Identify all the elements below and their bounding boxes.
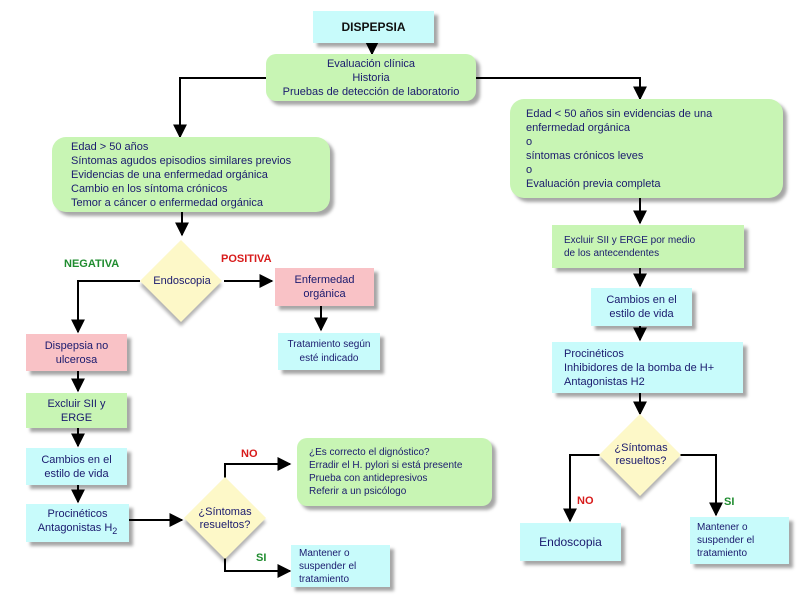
right-mantener-box: Mantener o suspender el tratamiento	[690, 517, 789, 564]
right-proc-line-1: Procinéticos	[564, 347, 624, 360]
right-endoscopia-box: Endoscopia	[520, 523, 621, 561]
arrow-right-sintomas-si	[680, 454, 723, 517]
right-criteria-line-1: Edad < 50 años sin evidencias de una	[526, 107, 713, 120]
right-proc-line-3: Antagonistas H2	[564, 375, 645, 388]
left-excluir-line-1: Excluir SII y	[47, 397, 106, 410]
right-sintomas-label: ¿Síntomas resueltos?	[614, 442, 668, 467]
enfermedad-line-1: Enfermedad	[294, 274, 355, 286]
left-excluir-line-2: ERGE	[60, 411, 93, 424]
left-cambios-line-1: Cambios en el	[41, 453, 112, 466]
left-mantener-line-2: suspender el	[299, 560, 357, 572]
right-proc-line-2: Inhibidores de la bomba de H+	[564, 361, 715, 374]
right-cambios-line-1: Cambios en el	[606, 294, 677, 306]
right-excluir-line-1: Excluir SII y ERGE por medio	[564, 234, 696, 246]
right-criteria-box: Edad < 50 años sin evidencias de una enf…	[510, 99, 783, 198]
right-criteria-line-3: o	[526, 135, 533, 148]
left-proc-line-2: Antagonistas H2	[38, 521, 118, 538]
right-criteria-line-2: enfermedad orgánica	[526, 121, 630, 134]
tratamiento-line-1: Tratamiento según	[287, 338, 371, 350]
endoscopia-decision-label: Endoscopia	[153, 274, 211, 287]
left-mantener-box: Mantener o suspender el tratamiento	[291, 545, 390, 587]
arrow-evaluation-to-right	[476, 77, 647, 101]
evaluation-line-3: Pruebas de detección de laboratorio	[282, 85, 460, 98]
evaluation-line-1: Evaluación clínica	[326, 57, 416, 70]
left-criteria-line-5: Temor a cáncer o enfermedad orgánica	[71, 196, 263, 209]
tratamiento-indicado-box: Tratamiento según esté indicado	[278, 333, 380, 370]
left-proc-line-2-text: Antagonistas H	[37, 522, 113, 535]
left-criteria-line-3: Evidencias de una enfermedad orgánica	[71, 168, 268, 181]
left-cambios-line-2: estilo de vida	[44, 467, 109, 480]
evaluation-box: Evaluación clínica Historia Pruebas de d…	[266, 54, 476, 101]
left-mantener-line-3: tratamiento	[299, 573, 350, 585]
arrow-right-sintomas-no	[563, 454, 602, 523]
title-text: DISPEPSIA	[341, 20, 406, 34]
right-criteria-line-6: Evaluación previa completa	[526, 177, 661, 190]
left-criteria-box: Edad > 50 años Síntomas agudos episodios…	[52, 137, 330, 212]
right-excluir-box: Excluir SII y ERGE por medio de los ante…	[552, 225, 744, 268]
no-actions-line-1: ¿Es correcto el dignóstico?	[309, 447, 430, 458]
right-endoscopia-text: Endoscopia	[539, 535, 602, 549]
positiva-label: POSITIVA	[221, 253, 272, 265]
right-procineticos-box: Procinéticos Inhibidores de la bomba de …	[552, 342, 743, 393]
right-mantener-line-3: tratamiento	[697, 548, 748, 559]
no-actions-line-3: Prueba con antidepresivos	[309, 473, 428, 484]
arrow-sintomas-no	[224, 457, 292, 480]
si-label-right: SI	[724, 496, 735, 508]
left-cambios-box: Cambios en el estilo de vida	[26, 448, 127, 485]
negativa-label: NEGATIVA	[64, 258, 120, 270]
si-label-left: SI	[256, 552, 267, 564]
no-label-left: NO	[241, 448, 258, 460]
left-procineticos-box: Procinéticos Antagonistas H2	[26, 504, 129, 542]
right-excluir-line-2: de los antecendentes	[564, 247, 660, 259]
dispepsia-line-1: Dispepsia no	[44, 339, 109, 352]
left-proc-line-1: Procinéticos	[47, 508, 108, 521]
no-label-right: NO	[577, 495, 594, 507]
right-cambios-line-2: estilo de vida	[609, 308, 674, 320]
left-sintomas-label: ¿Síntomas resueltos?	[198, 506, 252, 531]
arrow-endoscopia-negativa	[71, 280, 140, 334]
arrow-sintomas-si	[224, 556, 292, 578]
left-proc-subscript: 2	[112, 526, 118, 537]
enfermedad-line-2: orgánica	[303, 288, 346, 300]
right-criteria-line-4: síntomas crónicos leves	[526, 149, 644, 162]
enfermedad-organica-box: Enfermedad orgánica	[275, 268, 374, 306]
dispepsia-line-2: ulcerosa	[55, 353, 98, 366]
right-cambios-box: Cambios en el estilo de vida	[591, 288, 692, 326]
left-criteria-line-1: Edad > 50 años	[71, 140, 149, 153]
left-criteria-line-4: Cambio en los síntoma crónicos	[71, 182, 228, 195]
dispepsia-no-ulcerosa-box: Dispepsia no ulcerosa	[26, 334, 127, 371]
tratamiento-line-2: esté indicado	[299, 352, 359, 364]
right-mantener-line-2: suspender el	[697, 535, 755, 546]
right-criteria-line-5: o	[526, 163, 533, 176]
evaluation-line-2: Historia	[352, 71, 390, 84]
no-actions-line-2: Erradir el H. pylori si está presente	[309, 460, 463, 471]
right-mantener-line-1: Mantener o	[697, 522, 748, 533]
title-box: DISPEPSIA	[313, 11, 434, 43]
no-actions-box: ¿Es correcto el dignóstico? Erradir el H…	[297, 438, 492, 506]
left-criteria-line-2: Síntomas agudos episodios similares prev…	[71, 154, 292, 167]
no-actions-line-4: Referir a un psicólogo	[309, 486, 407, 497]
left-mantener-line-1: Mantener o	[299, 547, 350, 559]
arrow-evaluation-to-left	[173, 77, 266, 139]
left-excluir-box: Excluir SII y ERGE	[26, 393, 127, 428]
